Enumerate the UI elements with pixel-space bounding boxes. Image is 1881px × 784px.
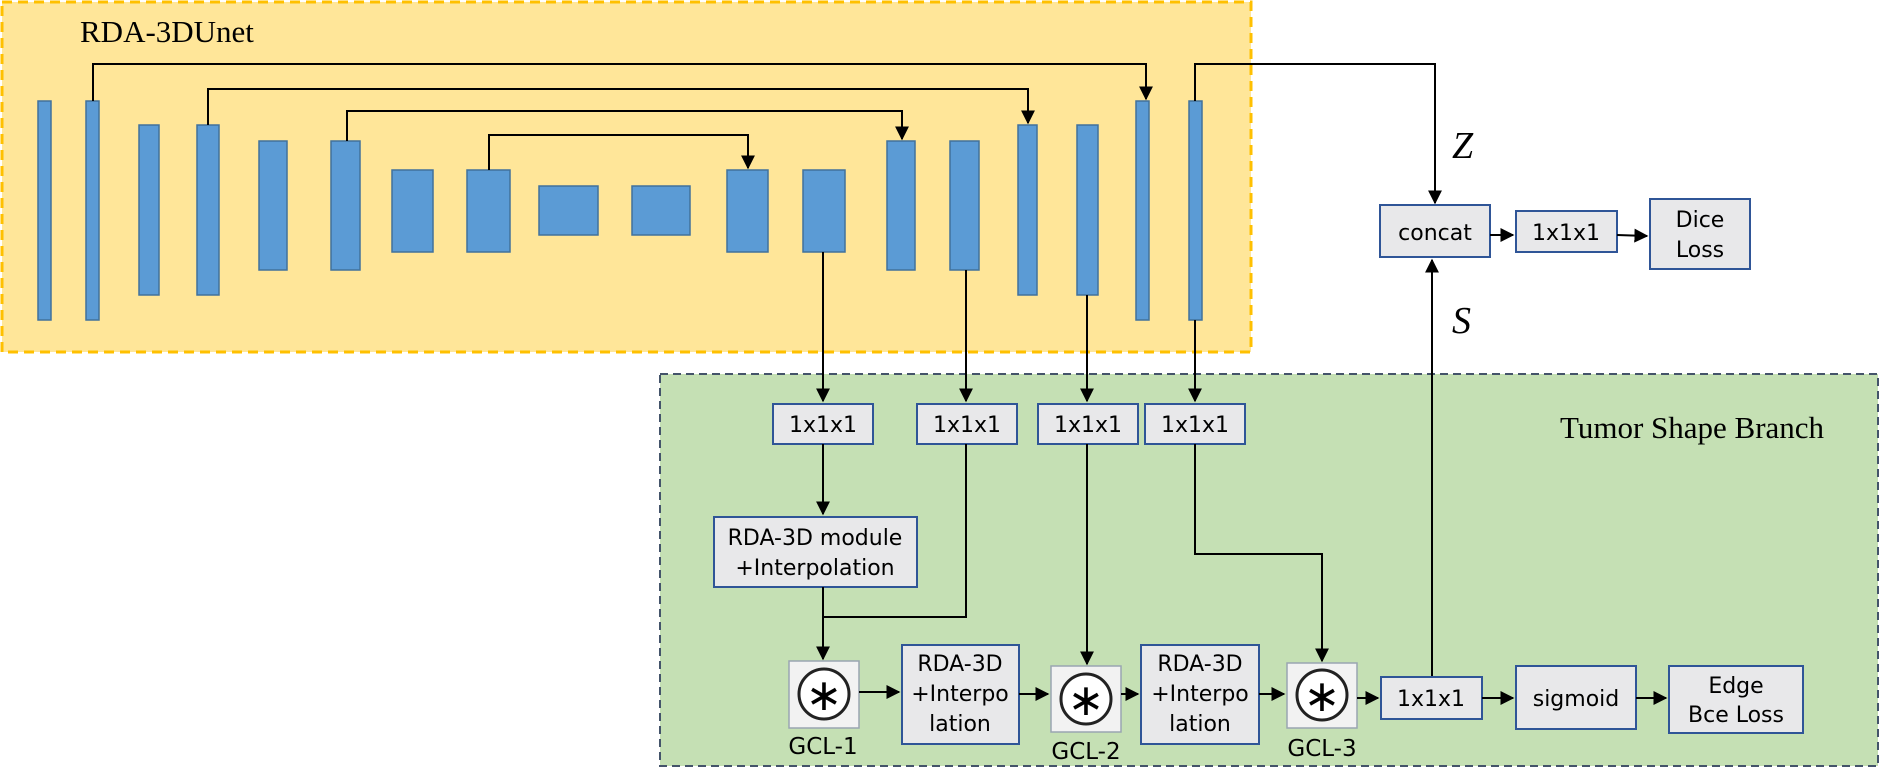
conv-c-box	[1037, 403, 1139, 445]
edge-loss-label-line2: Bce Loss	[1688, 703, 1784, 728]
feature-map-bar	[949, 140, 980, 271]
feature-map-bar	[466, 169, 511, 253]
gcl-3-label: GCL-3	[1287, 736, 1356, 762]
conv-top-box	[1515, 210, 1618, 253]
skip-connections	[92, 63, 1153, 170]
conv-d-to-gcl3-arrow	[1194, 444, 1329, 663]
gcl-2-label: GCL-2	[1051, 739, 1120, 765]
feature-map-bar	[330, 140, 361, 271]
convolution-icon: ∗	[1304, 671, 1341, 722]
skip-connection	[488, 134, 755, 170]
conv-a-label: 1x1x1	[789, 413, 857, 438]
feature-map-bar	[1076, 124, 1099, 296]
rda-interp-2-line2: +Interpo	[1151, 682, 1249, 707]
rda-interp-2-line3: lation	[1169, 712, 1231, 737]
convolution-icon: ∗	[1068, 675, 1105, 726]
feature-map-bar	[886, 140, 916, 271]
sigmoid-box	[1515, 665, 1637, 730]
skip-connection	[92, 63, 1153, 101]
edge-loss-label-line1: Edge	[1708, 674, 1763, 699]
branch-title: Tumor Shape Branch	[1560, 410, 1825, 445]
feature-map-bar	[391, 169, 434, 253]
edge-loss-box	[1668, 665, 1804, 734]
gcl-2-node: ∗	[1050, 665, 1122, 733]
feature-map-bar	[1135, 100, 1150, 321]
z-label: Z	[1452, 125, 1474, 167]
rda-interp-2-line1: RDA-3D	[1157, 652, 1242, 677]
conv-out-box	[1380, 676, 1483, 720]
feature-map-bar	[726, 169, 769, 253]
conv-to-dice-arrow	[1616, 228, 1649, 243]
dice-loss-label-line2: Loss	[1676, 238, 1724, 263]
conv-out-label: 1x1x1	[1397, 687, 1465, 712]
concat-box	[1379, 204, 1491, 258]
conv-b-merge-line	[823, 444, 967, 618]
feature-map-bar	[37, 100, 52, 321]
dice-loss-label-line1: Dice	[1676, 208, 1725, 233]
conv-top-label: 1x1x1	[1532, 221, 1600, 246]
rda-interp-1-line1: RDA-3D	[917, 652, 1002, 677]
dice-loss-box	[1649, 198, 1751, 270]
unet-feature-maps	[37, 100, 1203, 321]
feature-map-bar	[85, 100, 100, 321]
feature-map-bar	[538, 185, 599, 236]
feature-map-bar	[1188, 100, 1203, 321]
concat-label: concat	[1398, 221, 1472, 246]
rda-module-label-line1: RDA-3D module	[728, 526, 903, 551]
s-label: S	[1452, 300, 1471, 342]
conv-c-label: 1x1x1	[1054, 413, 1122, 438]
convolution-icon: ∗	[806, 670, 843, 721]
rda-module-label-line2: +Interpolation	[735, 556, 894, 581]
feature-map-bar	[138, 124, 160, 296]
feature-map-bar	[631, 185, 691, 236]
feature-map-bar	[802, 169, 846, 253]
rda-interp-2-box	[1140, 644, 1260, 745]
rda-interp-1-line3: lation	[929, 712, 991, 737]
gcl-3-node: ∗	[1286, 662, 1358, 729]
conv-d-label: 1x1x1	[1161, 413, 1229, 438]
skip-connection	[207, 88, 1035, 125]
rda-interp-1-line2: +Interpo	[911, 682, 1009, 707]
decoder-output-arrow	[1194, 63, 1442, 205]
skip-connection	[346, 110, 909, 141]
rda-interp-1-box	[901, 644, 1020, 745]
conv-b-label: 1x1x1	[933, 413, 1001, 438]
unet-region	[0, 0, 1253, 354]
rda-module-box	[713, 516, 918, 588]
feature-map-bar	[258, 140, 288, 271]
sigmoid-label: sigmoid	[1533, 687, 1620, 712]
feature-map-bar	[1017, 124, 1038, 296]
conv-a-box	[772, 403, 874, 445]
gcl-1-node: ∗	[788, 660, 860, 729]
feature-map-bar	[196, 124, 220, 296]
unet-title: RDA-3DUnet	[80, 14, 254, 49]
gcl-1-label: GCL-1	[788, 734, 857, 760]
